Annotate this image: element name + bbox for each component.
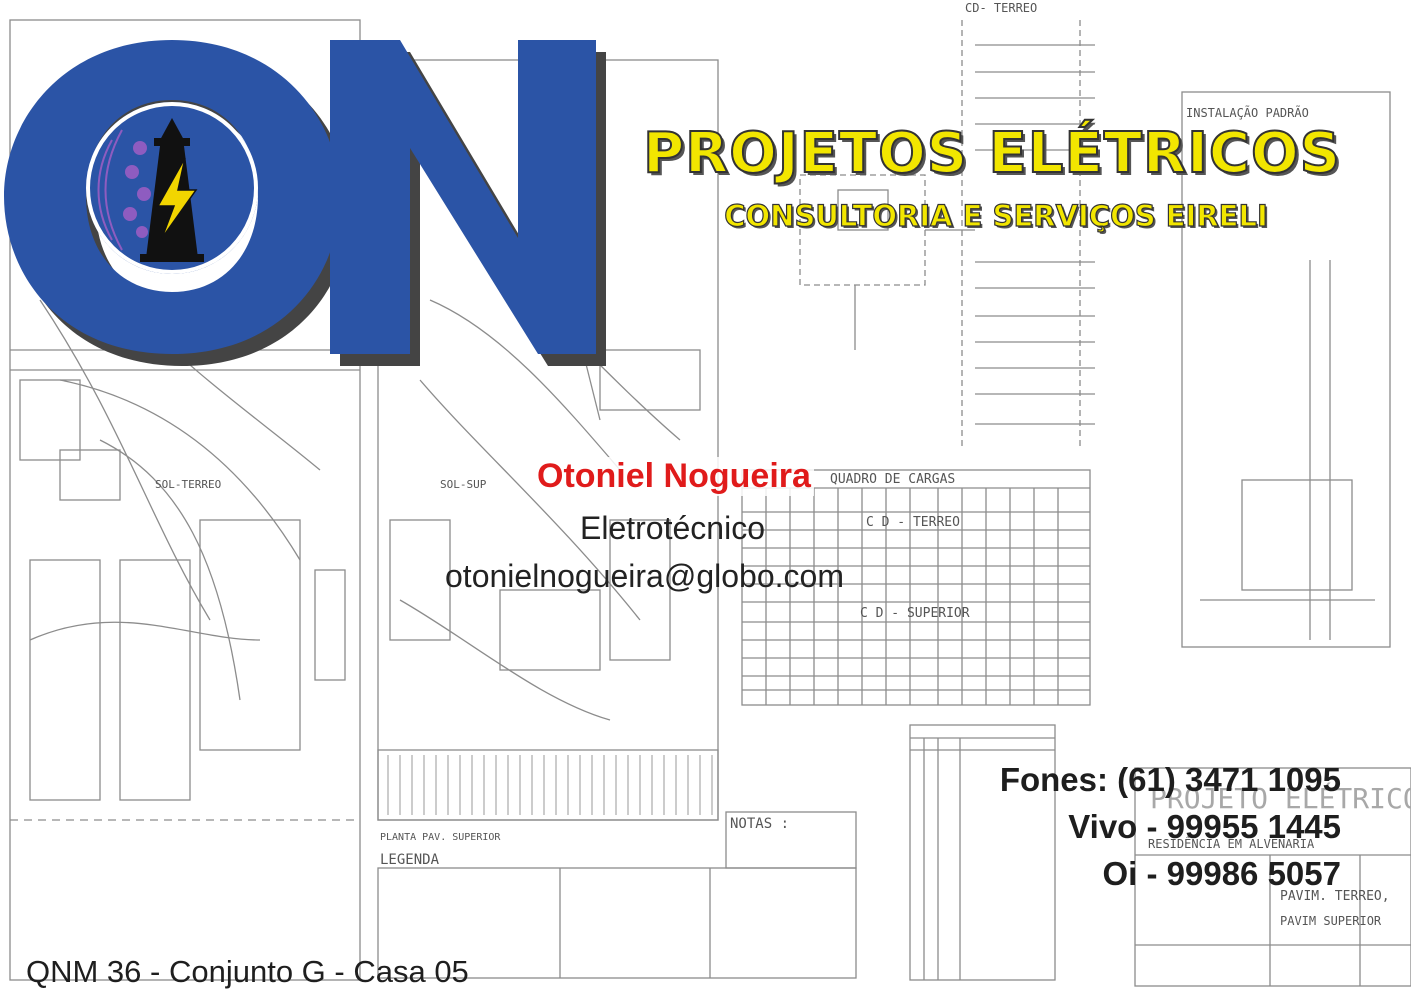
contact-email[interactable]: otonielnogueira@globo.com	[445, 558, 844, 594]
contact-person-role: Eletrotécnico	[580, 510, 765, 546]
company-name: PROJETOS ELÉTRICOS	[642, 121, 1341, 186]
address: QNM 36 - Conjunto G - Casa 05	[26, 954, 469, 989]
phone-fixed[interactable]: Fones: (61) 3471 1095	[999, 761, 1341, 798]
plan-label-sol-terreo: SOL-TERREO	[155, 478, 221, 491]
plan-label-pavim-superior: PAVIM SUPERIOR	[1280, 914, 1382, 928]
contact-person-name: Otoniel Nogueira	[534, 457, 814, 497]
plan-label-projeto: PROJETO ELÉTRICO	[1150, 781, 1411, 815]
phone-oi[interactable]: Oi - 99986 5057	[1102, 855, 1341, 892]
plan-label-legenda: LEGENDA	[380, 852, 440, 868]
plan-label-cd-terreo-top: CD- TERREO	[965, 1, 1037, 15]
phone-vivo[interactable]: Vivo - 99955 1445	[1068, 808, 1341, 845]
plan-label-residencia: RESIDÊNCIA EM ALVENARIA	[1148, 836, 1315, 851]
company-subtitle: CONSULTORIA E SERVIÇOS EIRELI	[724, 199, 1269, 233]
plan-label-cd-terreo: C D - TERREO	[866, 515, 960, 530]
plan-label-pavim-terreo: PAVIM. TERREO,	[1280, 889, 1390, 904]
floor-plan-left-outline	[9, 19, 361, 981]
plan-label-planta-superior: PLANTA PAV. SUPERIOR	[380, 832, 501, 843]
lightning-bolt-icon	[156, 157, 198, 239]
plan-label-quadro: QUADRO DE CARGAS	[830, 472, 955, 487]
plan-label-installation: INSTALAÇÃO PADRÃO	[1186, 105, 1309, 120]
plan-label-sol-sup: SOL-SUP	[440, 478, 487, 491]
plan-label-cd-superior: C D - SUPERIOR	[860, 606, 970, 621]
plan-label-notas: NOTAS :	[730, 816, 789, 832]
on-logo	[4, 40, 606, 366]
